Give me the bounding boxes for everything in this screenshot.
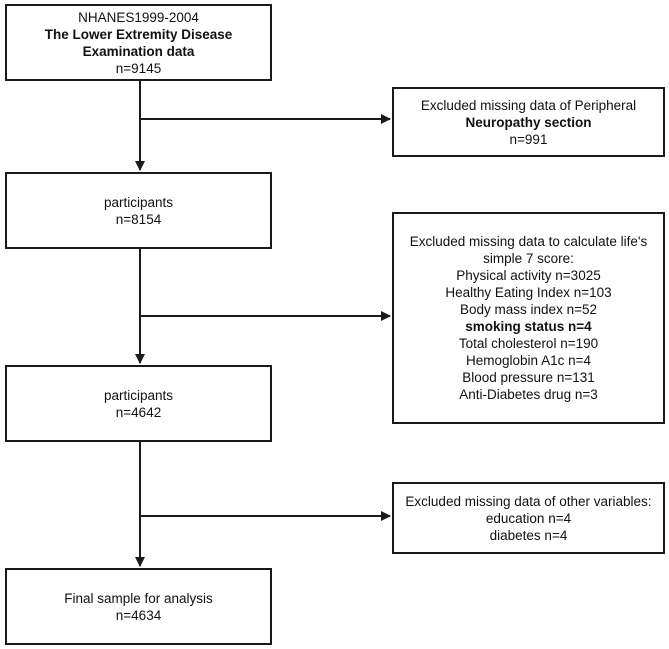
exclusion2-item: Physical activity n=3025 <box>456 268 601 283</box>
exclusion3-line1: Excluded missing data of other variables… <box>405 493 652 509</box>
participants2-label: participants <box>103 387 174 403</box>
exclusion1-line1: Excluded missing data of Peripheral <box>420 97 637 113</box>
exclusion3-line2: education n=4 <box>485 510 572 526</box>
exclusion-box-ls7: Excluded missing data to calculate life'… <box>392 212 665 424</box>
exclusion2-item: Hemoglobin A1c n=4 <box>466 353 591 368</box>
exclusion2-item: Total cholesterol n=190 <box>458 336 599 351</box>
participants-box-1: participants n=8154 <box>5 172 272 249</box>
participants-box-2: participants n=4642 <box>5 365 272 442</box>
exclusion-box-other-variables: Excluded missing data of other variables… <box>392 482 665 554</box>
exclusion-box-neuropathy: Excluded missing data of Peripheral Neur… <box>392 87 665 157</box>
participants1-label: participants <box>103 194 174 210</box>
exclusion2-item: smoking status n=4 <box>465 319 592 334</box>
exclusion2-item: Healthy Eating Index n=103 <box>445 285 612 300</box>
exclusion2-line2: simple 7 score: <box>483 251 574 266</box>
final-sample-box: Final sample for analysis n=4634 <box>5 568 272 645</box>
exclusion3-line3: diabetes n=4 <box>489 527 568 543</box>
start-source-label: NHANES1999-2004 <box>78 9 199 25</box>
participants2-count: n=4642 <box>115 404 162 420</box>
exclusion2-line1: Excluded missing data to calculate life'… <box>409 234 648 249</box>
exclusion1-count: n=991 <box>509 131 548 147</box>
exclusion2-item: Blood pressure n=131 <box>462 370 595 385</box>
final-count: n=4634 <box>115 607 162 623</box>
exclusion1-line2: Neuropathy section <box>465 114 592 130</box>
final-label: Final sample for analysis <box>64 590 213 606</box>
start-count: n=9145 <box>115 60 162 76</box>
exclusion2-item: Anti-Diabetes drug n=3 <box>459 387 598 402</box>
start-exam-subtitle: Examination data <box>82 43 195 59</box>
exclusion2-item: Body mass index n=52 <box>460 302 597 317</box>
start-box: NHANES1999-2004 The Lower Extremity Dise… <box>5 4 272 81</box>
start-exam-title: The Lower Extremity Disease <box>44 26 233 42</box>
participants1-count: n=8154 <box>115 211 162 227</box>
